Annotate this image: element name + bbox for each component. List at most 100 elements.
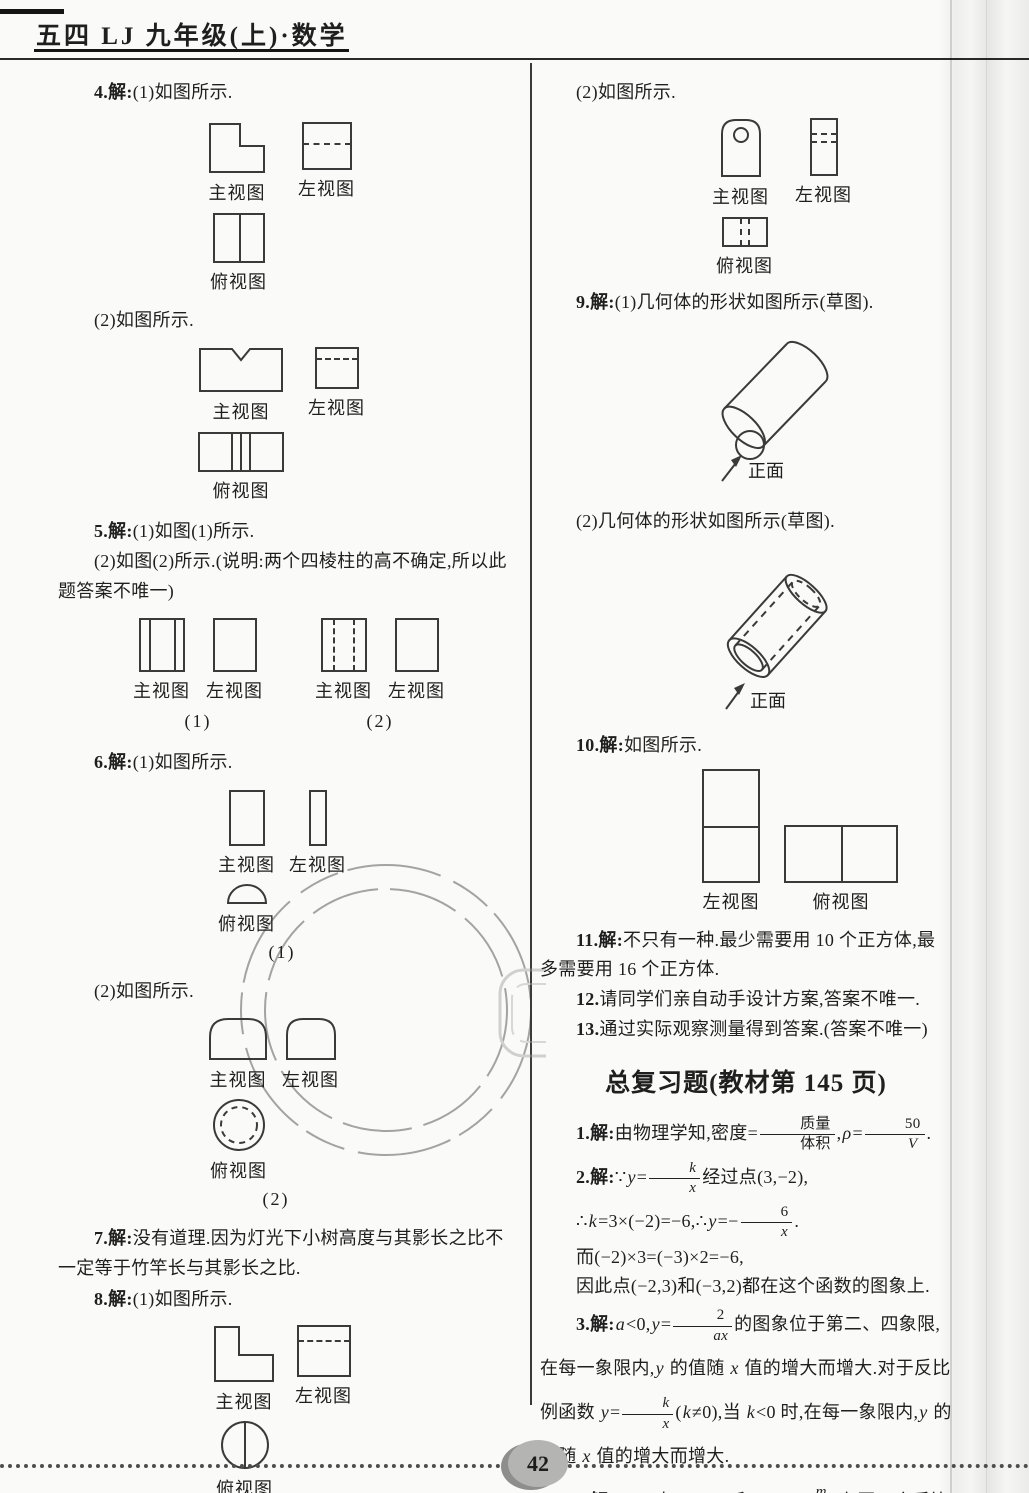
q7-number: 7.解: xyxy=(94,1227,133,1248)
q9-number: 9.解: xyxy=(576,291,615,312)
q9-answer-line: 9.解:(1)几何体的形状如图所示(草图). xyxy=(540,288,952,318)
q6-2-views-row: 主视图 左视图 xyxy=(58,1017,520,1092)
page-gutter-shadow xyxy=(939,0,1029,1493)
front-face-label: 正面 xyxy=(750,691,786,711)
figure-2-caption: (2) xyxy=(366,711,394,732)
rect-split-vertical-figure xyxy=(212,212,265,263)
q7-answer-line: 7.解:没有道理.因为灯光下小树高度与其影长之比不一定等于竹竿长与其影长之比. xyxy=(58,1224,520,1283)
q8-2-side-view: 左视图 xyxy=(795,117,852,207)
side-view-label: 左视图 xyxy=(289,855,346,876)
q6-1-views-row: 主视图 左视图 xyxy=(58,790,520,877)
q6-part2-line: (2)如图所示. xyxy=(94,981,194,1002)
q10-number: 10.解: xyxy=(576,735,624,756)
q5-part2-line: (2)如图(2)所示.(说明:两个四棱柱的高不确定,所以此题答案不唯一) xyxy=(58,551,507,601)
q5-1-side-view: 左视图 xyxy=(206,618,263,703)
plain-rect-figure xyxy=(394,618,439,673)
rect-two-dashed-lines-figure xyxy=(320,618,367,673)
side-view-label: 左视图 xyxy=(702,891,760,912)
page-number-badge: 42 xyxy=(508,1440,568,1487)
tilted-tube-sketch: 正面 xyxy=(725,573,828,711)
q6-1-side-view: 左视图 xyxy=(289,790,346,877)
side-view-label: 左视图 xyxy=(308,398,365,419)
q8-2-front-view: 主视图 xyxy=(712,118,769,209)
column-divider xyxy=(530,63,532,1405)
q6-2-top-view: 俯视图 xyxy=(210,1098,267,1183)
rect-dashed-middle-figure xyxy=(301,121,352,170)
q12-text: 请同学们亲自动手设计方案,答案不唯一. xyxy=(599,989,921,1010)
q4-text: (1)如图所示. xyxy=(132,82,233,102)
q11-number: 11.解: xyxy=(576,929,624,950)
q10-views-row: 左视图 俯视图 xyxy=(540,768,952,914)
plain-rect-figure xyxy=(212,618,257,673)
rect-three-lines-figure xyxy=(198,432,284,473)
q8-1-top-view: 俯视图 xyxy=(216,1420,273,1493)
q12-answer-line: 12.请同学们亲自动手设计方案,答案不唯一. xyxy=(540,985,952,1015)
q4-number: 4.解: xyxy=(94,82,133,102)
rect-dashed-top-figure xyxy=(296,1324,351,1377)
q5-2-side-view: 左视图 xyxy=(388,618,445,703)
front-view-label: 主视图 xyxy=(208,182,266,203)
dome-figure xyxy=(285,1017,336,1060)
q5-1-front-view: 主视图 xyxy=(133,618,190,703)
q4-part2-line: (2)如图所示. xyxy=(94,309,194,330)
right-column: (2)如图所示. 主视图 左视图 俯视图 9.解:(1)几何体的形状如图所示(草… xyxy=(540,78,952,1493)
q4-1-top-row: 俯视图 xyxy=(58,212,520,294)
q4-1-views-row: 主视图 左视图 xyxy=(58,121,520,205)
q13-number: 13. xyxy=(576,1018,600,1039)
side-view-label: 左视图 xyxy=(795,184,852,205)
front-view-label: 主视图 xyxy=(712,186,769,207)
dome-figure xyxy=(209,1017,267,1060)
q6-2-front-view: 主视图 xyxy=(208,1017,268,1092)
stacked-squares-figure xyxy=(702,768,760,883)
q5-fig1-group: 主视图 左视图 (1) xyxy=(133,618,263,732)
q8-1-views-row: 主视图 左视图 xyxy=(58,1324,520,1414)
circle-split-figure xyxy=(220,1420,269,1469)
q6-1-top-row: 俯视图 xyxy=(58,883,520,936)
q6-answer-line: 6.解:(1)如图所示. xyxy=(58,748,520,778)
q5-fig2-group: 主视图 左视图 (2) xyxy=(315,618,445,732)
q4-2-top-view: 俯视图 xyxy=(198,432,284,503)
q4-2-views-row: 主视图 左视图 xyxy=(58,347,520,424)
top-view-label: 俯视图 xyxy=(210,1160,267,1181)
q13-answer-line: 13.通过实际观察测量得到答案.(答案不唯一) xyxy=(540,1015,952,1045)
side-view-label: 左视图 xyxy=(282,1069,339,1090)
page-crease-line xyxy=(986,0,987,1493)
q5-fig2-pair: 主视图 左视图 xyxy=(315,618,445,703)
q8-answer-line: 8.解:(1)如图所示. xyxy=(58,1285,520,1315)
q4-1-front-view: 主视图 xyxy=(208,122,266,205)
q9-text: (1)几何体的形状如图所示(草图). xyxy=(614,291,874,312)
v-notch-block-figure xyxy=(199,348,283,393)
figure-1-caption: (1) xyxy=(268,942,296,963)
left-column: 4.解:(1)如图所示. 主视图 左视图 俯视图 (2)如图所示. xyxy=(58,78,520,1493)
figure-2-caption: (2) xyxy=(262,1188,290,1209)
q4-2-front-view: 主视图 xyxy=(198,347,284,424)
circle-dashed-ring-figure xyxy=(212,1098,265,1151)
q5-text: (1)如图(1)所示. xyxy=(132,521,255,542)
top-view-label: 俯视图 xyxy=(212,481,270,502)
q8-1-front-view: 主视图 xyxy=(213,1325,275,1414)
q4-2-top-row: 俯视图 xyxy=(58,432,520,503)
side-view-label: 左视图 xyxy=(388,681,445,702)
side-by-side-squares-figure xyxy=(784,824,898,883)
title-underline xyxy=(34,49,349,52)
q4-answer-line: 4.解:(1)如图所示. xyxy=(58,78,520,108)
l-shape-figure xyxy=(214,1325,274,1382)
rect-two-vdashed-figure xyxy=(721,216,768,247)
rect-two-solid-lines-figure xyxy=(138,618,185,673)
q11-text: 不只有一种.最少需要用 10 个正方体,最多需要用 16 个正方体. xyxy=(540,929,936,980)
page-crease-line xyxy=(950,0,952,1493)
rect-dashed-top-figure xyxy=(314,347,359,390)
q13-text: 通过实际观察测量得到答案.(答案不唯一) xyxy=(599,1018,928,1039)
q8-2-views-row: 主视图 左视图 xyxy=(540,117,952,209)
q8-text: (1)如图所示. xyxy=(132,1289,233,1310)
top-edge-mark xyxy=(0,9,64,14)
front-view-label: 主视图 xyxy=(133,681,190,702)
q8-number: 8.解: xyxy=(94,1289,133,1310)
page-number: 42 xyxy=(527,1450,549,1476)
q5-number: 5.解: xyxy=(94,521,133,542)
front-view-label: 主视图 xyxy=(215,1391,273,1412)
q6-2-side-view: 左视图 xyxy=(282,1017,339,1092)
step-block-figure xyxy=(209,122,265,173)
q8-1-side-view: 左视图 xyxy=(295,1324,352,1408)
